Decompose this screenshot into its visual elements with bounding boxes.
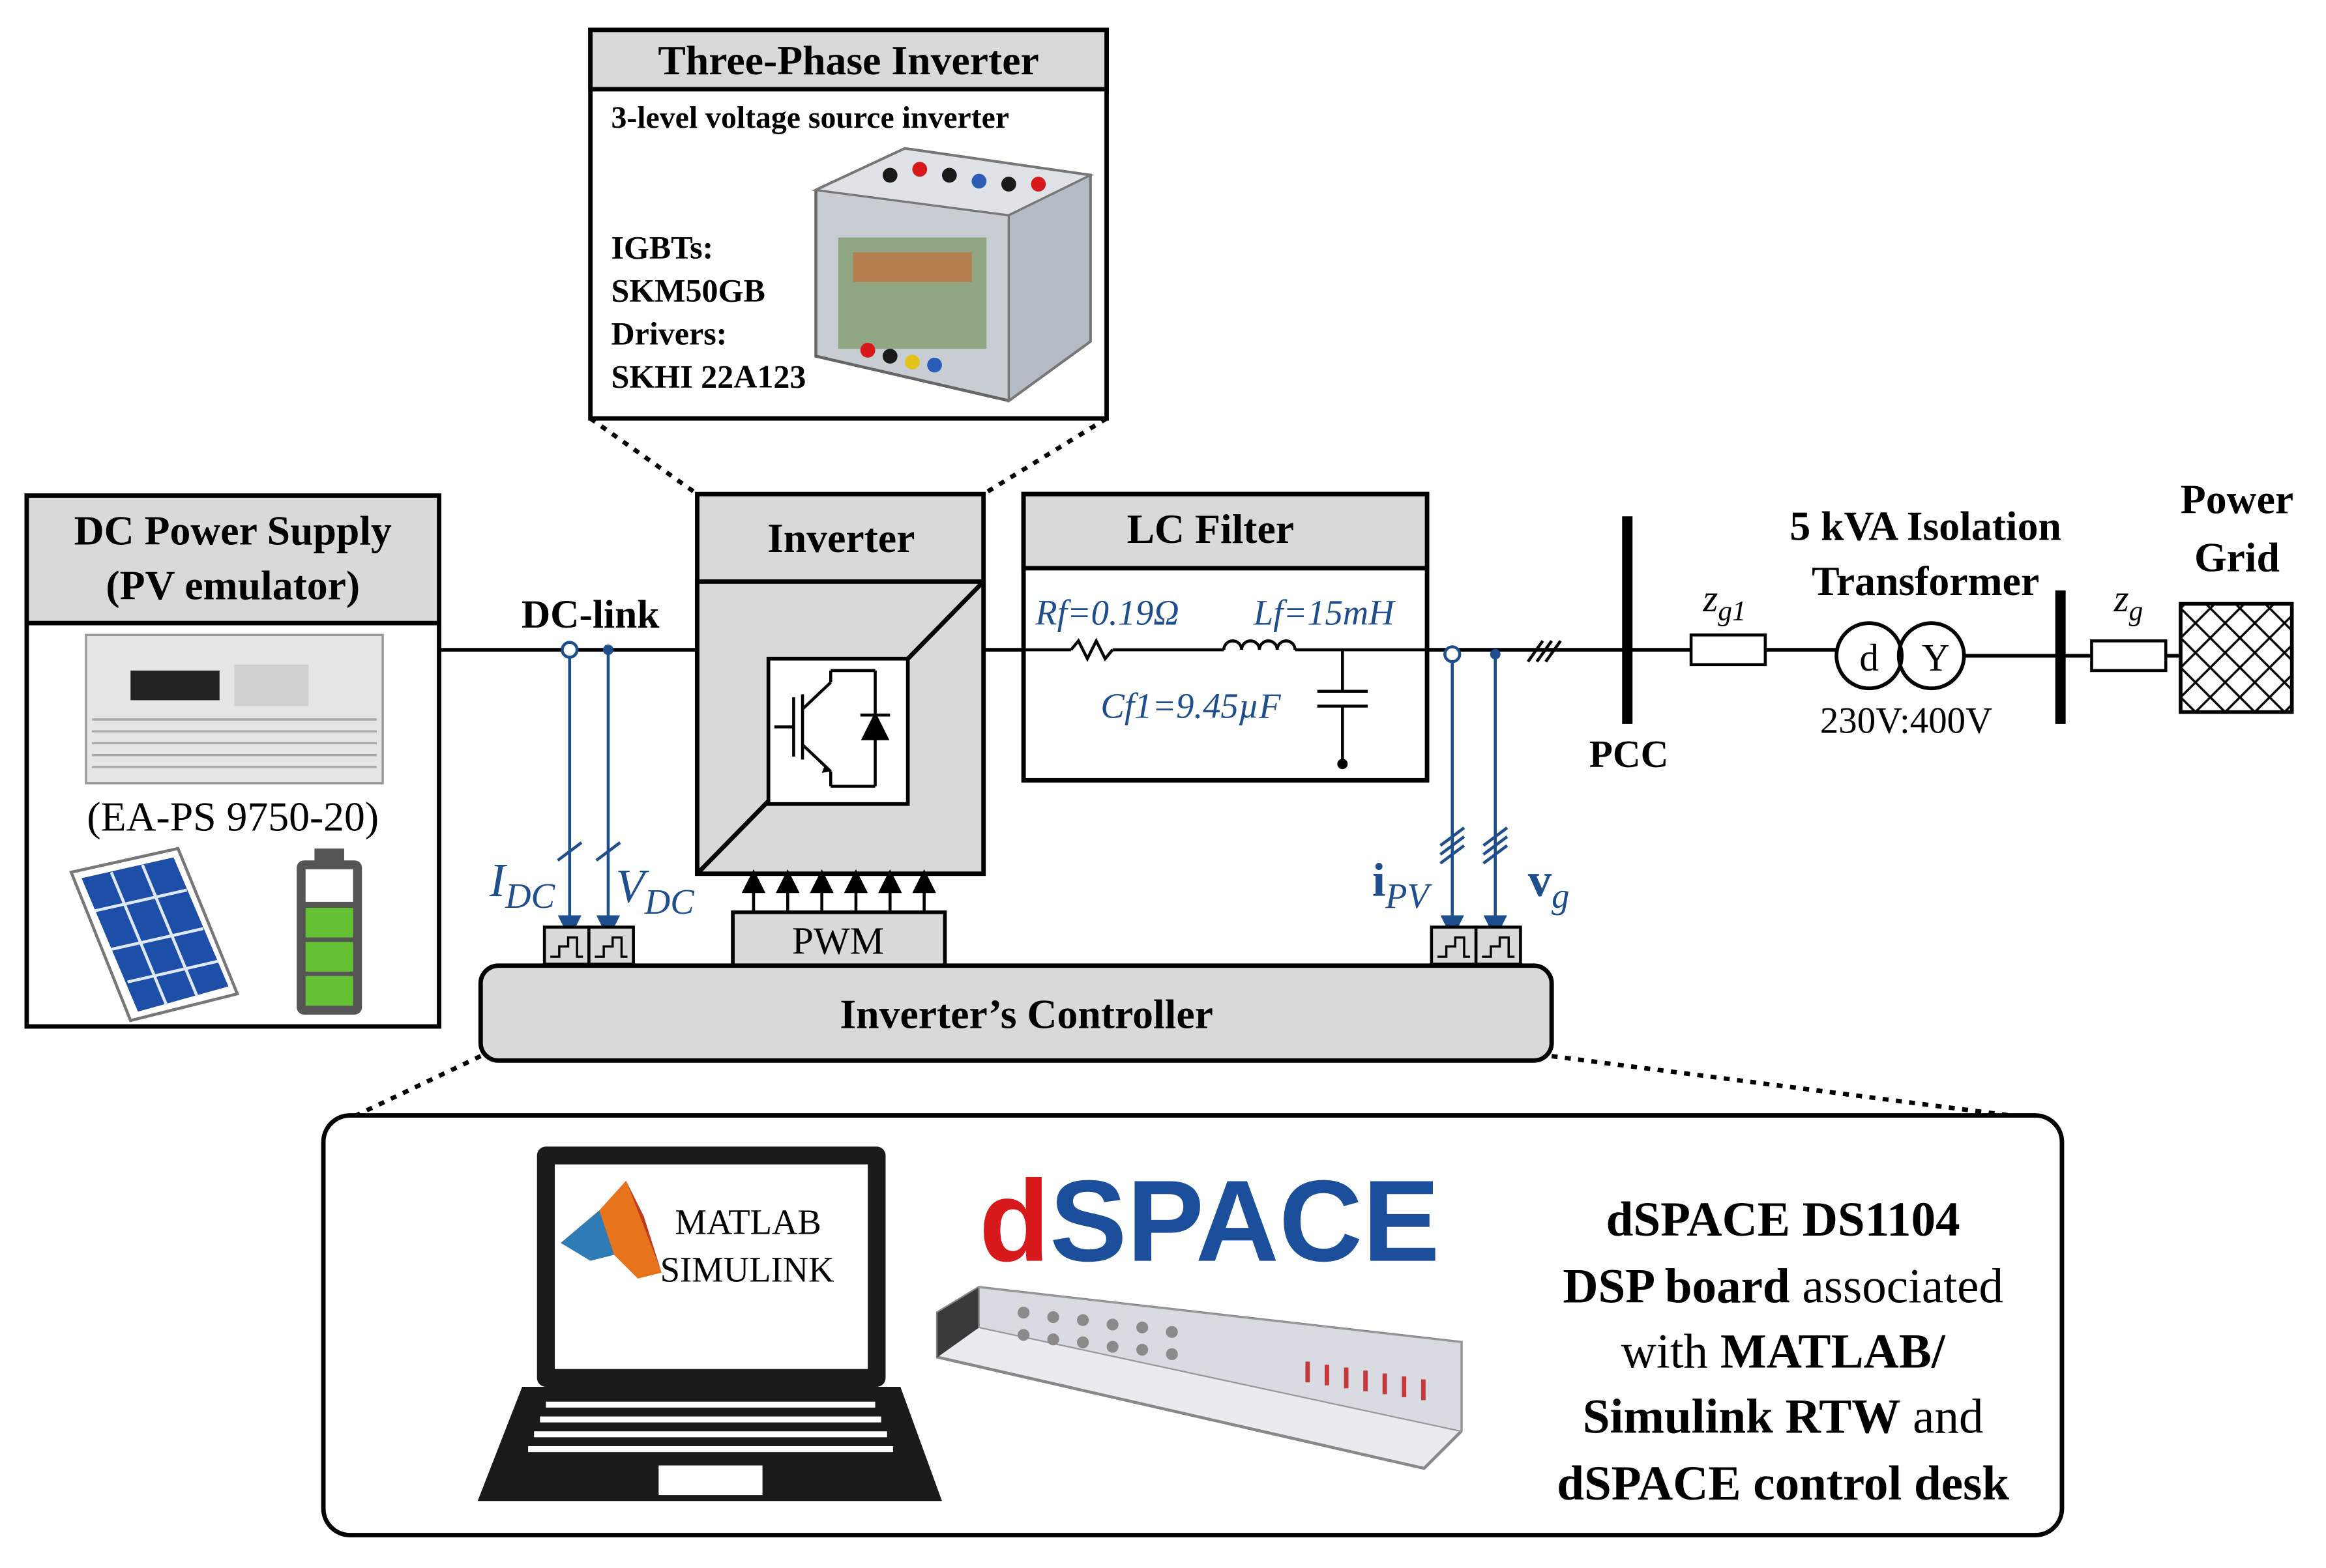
three-phase-tick <box>1526 640 1562 663</box>
transformer-ratio: 230V:400V <box>1820 700 1992 741</box>
simulink-text: SIMULINK <box>660 1249 834 1289</box>
dc-supply-model: (EA-PS 9750-20) <box>87 794 379 840</box>
inverter-detail-title: Three-Phase Inverter <box>658 37 1038 83</box>
zg-impedance <box>2090 639 2168 673</box>
dspace-board-photo <box>935 1286 1463 1470</box>
pwm-label: PWM <box>792 920 884 963</box>
power-grid-symbol <box>2179 602 2294 714</box>
laptop-icon: MATLAB SIMULINK <box>477 1146 942 1502</box>
dc-current-sensor <box>561 641 579 659</box>
desc-line-3: with MATLAB/ <box>1621 1324 1946 1378</box>
zoom-line-left <box>589 416 699 496</box>
inverter-title: Inverter <box>767 515 915 561</box>
vdc-label: VDC <box>615 860 694 922</box>
idc-tick <box>557 841 583 862</box>
desc-line-5: dSPACE control desk <box>1557 1457 2009 1511</box>
transformer: d Y <box>1834 621 1966 691</box>
matlab-text: MATLAB <box>675 1202 821 1242</box>
drivers-model: SKHI 22A123 <box>611 358 806 394</box>
pcc-label: PCC <box>1589 733 1669 776</box>
dc-link-label: DC-link <box>522 592 660 637</box>
controller-label: Inverter’s Controller <box>840 991 1213 1037</box>
grid-subtitle: Grid <box>2194 534 2280 580</box>
vdc-tick <box>595 841 621 862</box>
desc-line-1: dSPACE DS1104 <box>1606 1193 1960 1247</box>
inverter-detail-subtitle: 3-level voltage source inverter <box>611 100 1010 135</box>
adc-blocks <box>542 925 1522 966</box>
solar-panel-icon <box>69 847 240 1023</box>
igbt-model: SKM50GB <box>611 272 765 308</box>
ac-voltage-node <box>1490 648 1501 660</box>
zg1-impedance <box>1689 633 1767 667</box>
filter-circuit <box>1023 637 1428 763</box>
dc-supply-box: DC Power Supply (PV emulator) (EA-PS 975… <box>24 493 441 1029</box>
inverter-photo <box>812 147 1095 403</box>
desc-line-4: Simulink RTW and <box>1583 1390 1984 1444</box>
cf-label: Cf1=9.45µF <box>1100 686 1281 726</box>
vg-label: vg <box>1528 854 1570 916</box>
inverter-block: Inverter <box>695 491 986 877</box>
dspace-panel: MATLAB SIMULINK dSPACE dSPACE DS110 <box>321 1113 2065 1537</box>
lc-filter-box: LC Filter Rf=0.19Ω Lf=15mH Cf1=9.45µF <box>1021 491 1430 783</box>
dc-supply-title: DC Power Supply <box>74 508 392 554</box>
power-supply-photo <box>85 633 384 785</box>
igbt-symbol-box <box>766 656 910 806</box>
lf-label: Lf=15mH <box>1253 592 1396 632</box>
transformer-title: 5 kVA Isolation <box>1789 503 2061 549</box>
controller-block <box>478 963 1554 1063</box>
zoom-line-right <box>982 416 1108 497</box>
delta-symbol: d <box>1859 636 1879 679</box>
drivers-label: Drivers: <box>611 315 728 351</box>
dc-supply-subtitle: (PV emulator) <box>106 562 360 609</box>
ipv-label: iPV <box>1372 854 1433 916</box>
wye-symbol: Y <box>1922 636 1950 679</box>
transformer-subtitle: Transformer <box>1812 558 2039 604</box>
grid-title: Power <box>2181 476 2293 523</box>
zg-label: zg <box>2113 577 2143 627</box>
pwm-arrows <box>741 869 936 912</box>
pwm-block <box>731 910 947 968</box>
idc-label: IDC <box>489 854 555 916</box>
igbt-symbol <box>774 669 891 788</box>
inverter-detail-box: Three-Phase Inverter 3-level voltage sou… <box>588 27 1109 421</box>
lc-filter-title: LC Filter <box>1127 506 1295 552</box>
rf-label: Rf=0.19Ω <box>1035 592 1179 632</box>
igbt-label: IGBTs: <box>611 229 714 265</box>
ac-current-sensor <box>1443 645 1462 663</box>
zg1-label: zg1 <box>1702 577 1746 627</box>
dspace-logo: dSPACE <box>979 1156 1440 1286</box>
desc-line-2: DSP board associated <box>1563 1259 2003 1313</box>
dc-voltage-node <box>602 645 613 656</box>
battery-icon <box>297 848 362 1015</box>
